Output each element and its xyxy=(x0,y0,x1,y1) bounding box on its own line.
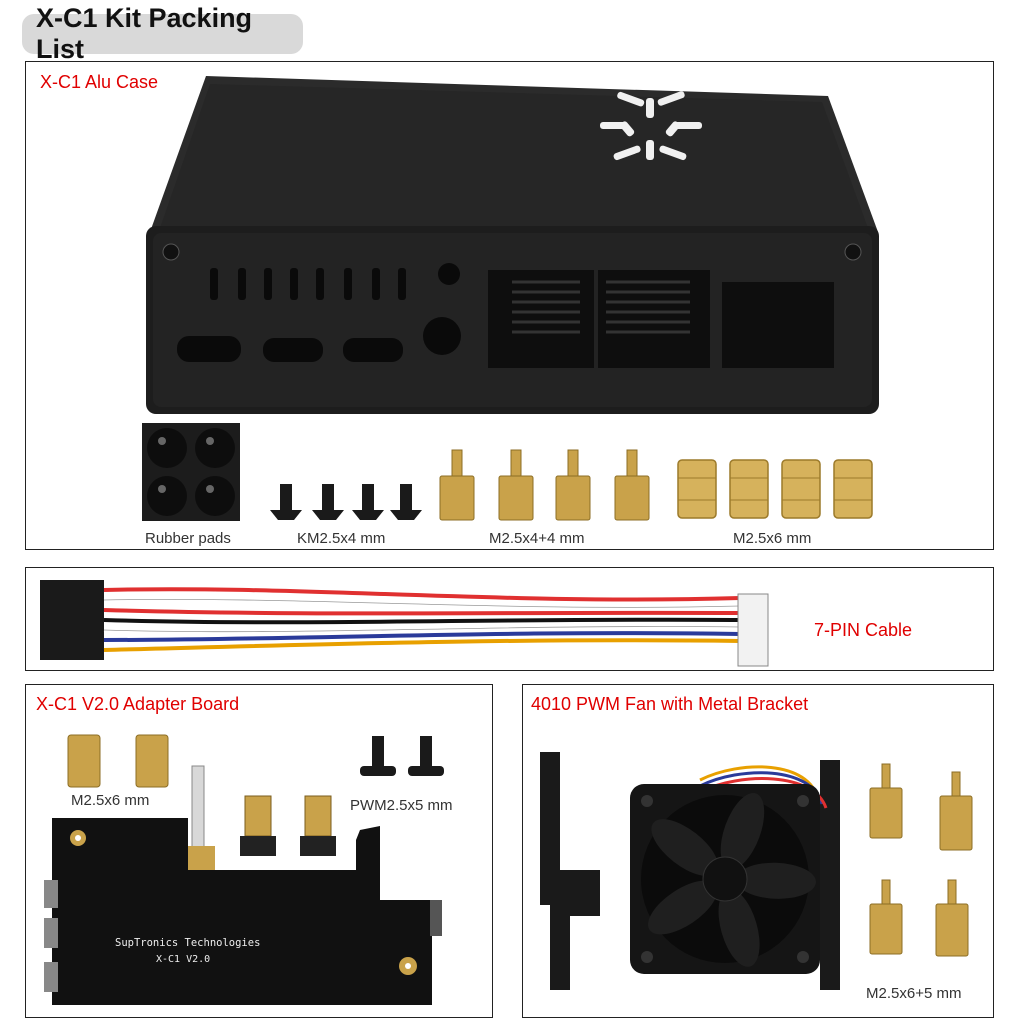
fan-section xyxy=(522,684,994,1018)
board-model-text: X-C1 V2.0 xyxy=(156,954,211,965)
knurled-nuts-caption: M2.5x6 mm xyxy=(733,530,812,547)
board-brand-text: SupTronics Technologies xyxy=(115,937,261,949)
fan-label: 4010 PWM Fan with Metal Bracket xyxy=(531,694,809,714)
pwm-screws-caption: PWM2.5x5 mm xyxy=(350,797,453,814)
brass-standoffs-4-4-image xyxy=(439,449,650,521)
pwm-screws-image xyxy=(360,736,444,776)
case-section-label: X-C1 Alu Case xyxy=(40,72,159,92)
cable-section xyxy=(25,567,994,671)
knurled-nuts-image xyxy=(677,459,873,519)
adapter-section xyxy=(25,684,493,1018)
fan-standoffs-caption: M2.5x6+5 mm xyxy=(866,985,962,1002)
adapter-standoffs-caption: M2.5x6 mm xyxy=(71,792,150,809)
page-title: X-C1 Kit Packing List xyxy=(22,3,303,64)
brass-standoffs-4-4-caption: M2.5x4+4 mm xyxy=(489,530,585,547)
rubber-pads-caption: Rubber pads xyxy=(145,530,231,547)
cable-label: 7-PIN Cable xyxy=(814,620,913,640)
km-screws-image xyxy=(270,484,422,520)
rubber-pads-image xyxy=(142,423,240,521)
km-screws-caption: KM2.5x4 mm xyxy=(297,530,386,547)
fan-standoffs-image xyxy=(869,763,973,957)
case-section xyxy=(25,61,994,550)
adapter-label: X-C1 V2.0 Adapter Board xyxy=(36,694,240,714)
adapter-standoffs-image xyxy=(67,734,169,788)
